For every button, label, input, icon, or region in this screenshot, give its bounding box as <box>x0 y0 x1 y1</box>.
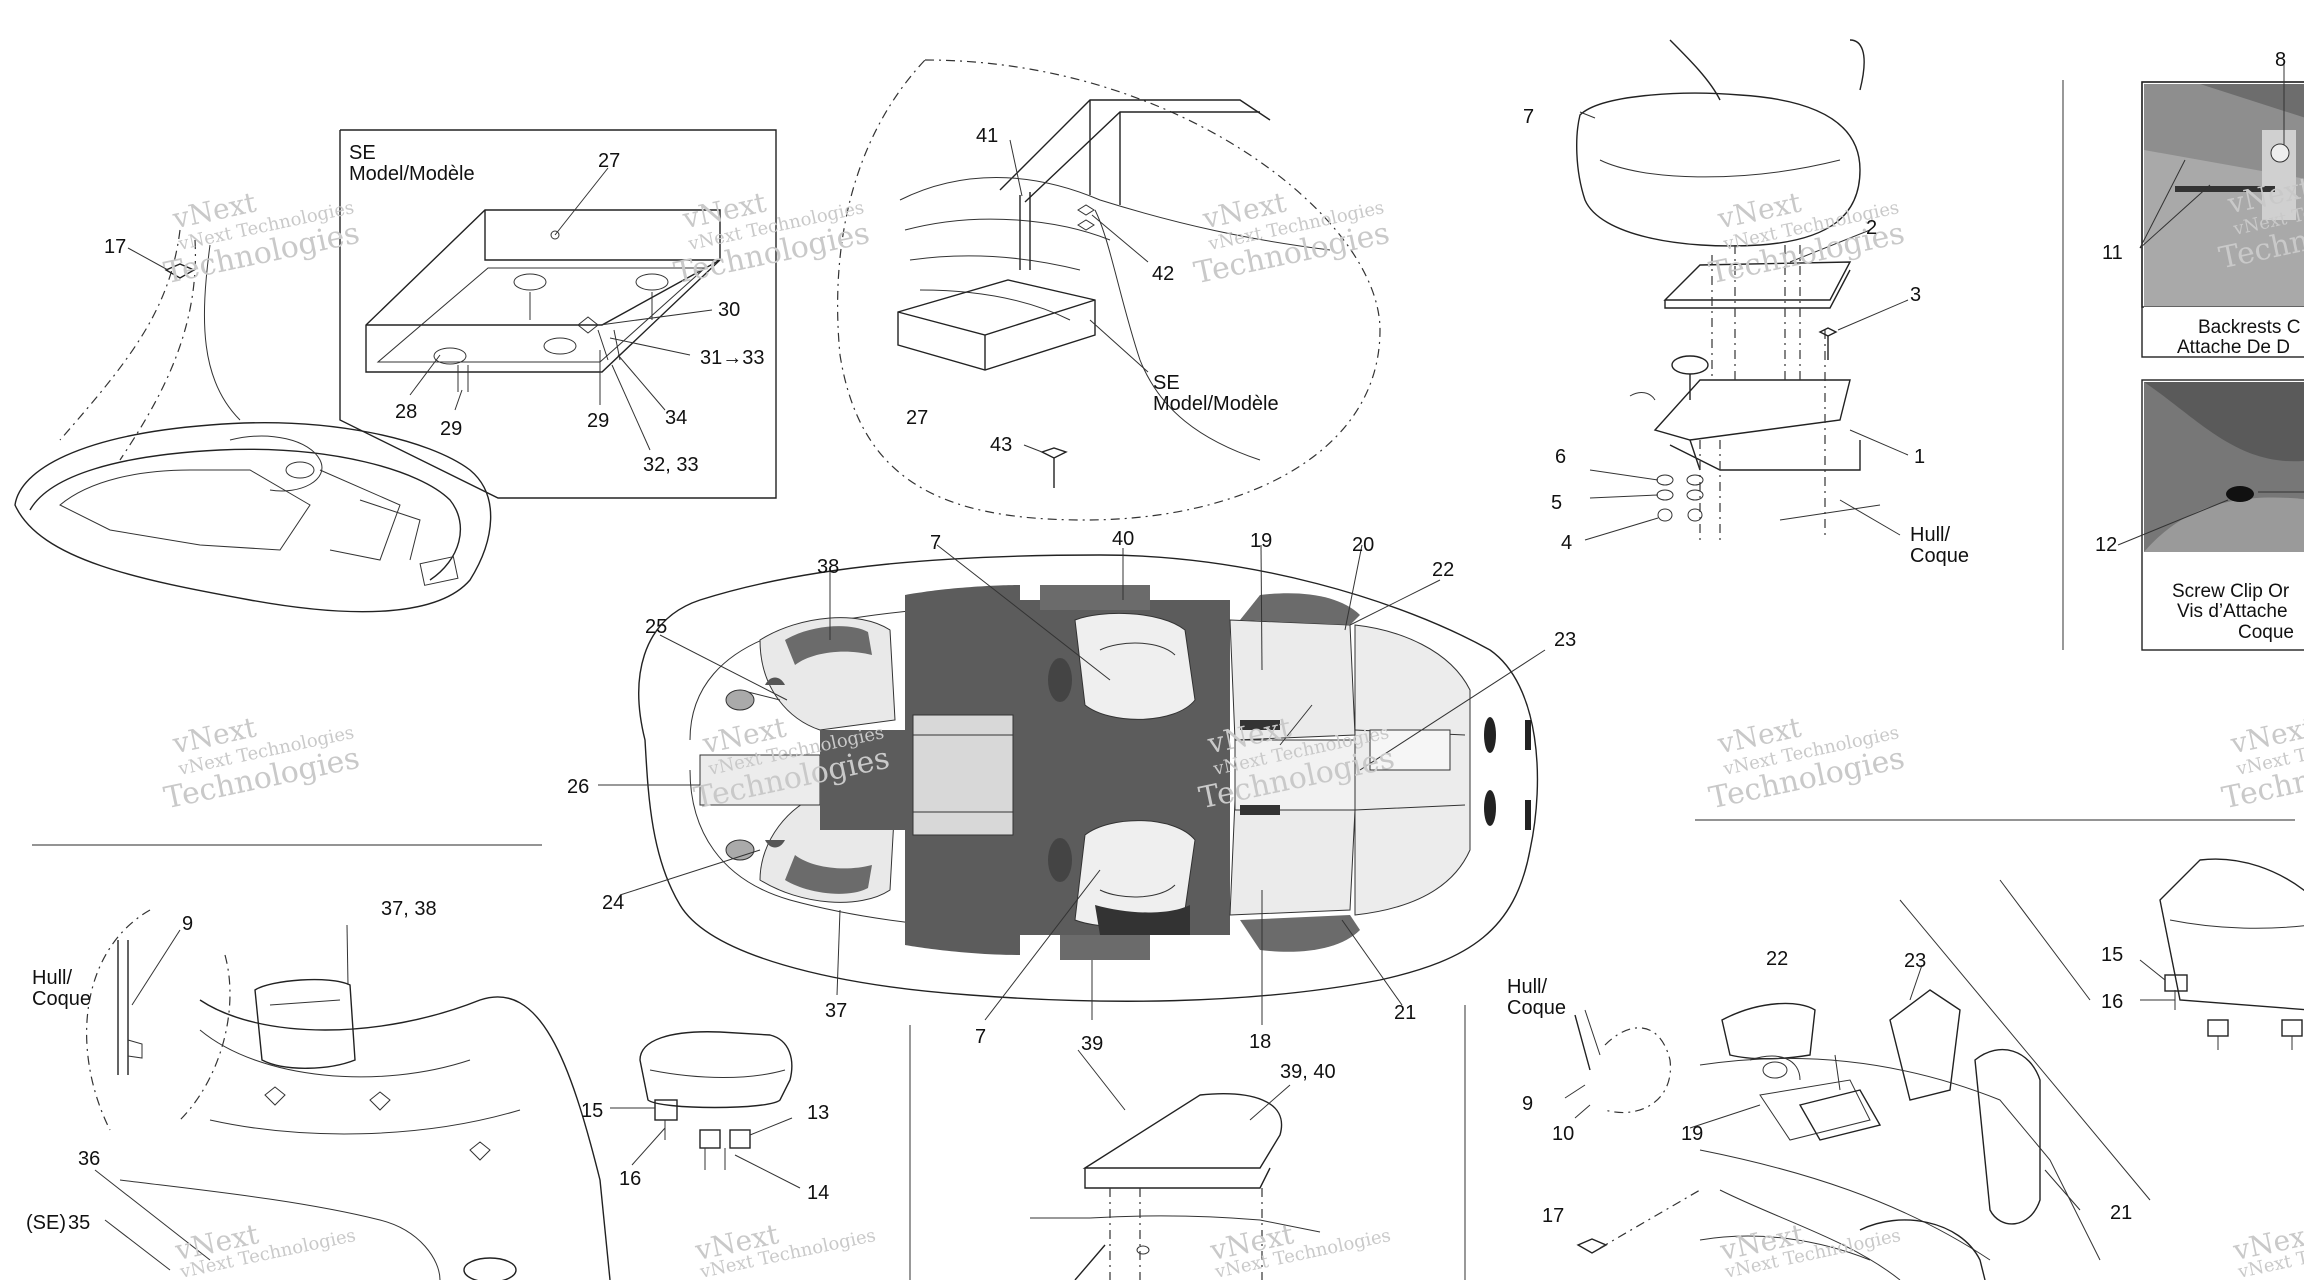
callout-25: 25 <box>645 616 667 638</box>
callout-34: 34 <box>665 407 687 429</box>
se-seat-detail-circle <box>837 59 1381 521</box>
seat-bracket-exploded <box>1576 39 1909 541</box>
callout-18: 18 <box>1249 1031 1271 1053</box>
callout-9-left: 9 <box>182 913 193 935</box>
callout-9-right: 9 <box>1522 1093 1533 1115</box>
callout-8: 8 <box>2275 49 2286 71</box>
callout-31-33: 31→33 <box>700 347 765 369</box>
se-label-circle: SE <box>1153 372 1180 394</box>
callout-41: 41 <box>976 125 998 147</box>
callout-17-top: 17 <box>104 236 126 258</box>
callout-27-box: 27 <box>598 150 620 172</box>
callout-7-boat-bottom: 7 <box>975 1026 986 1048</box>
callout-43: 43 <box>990 434 1012 456</box>
callout-1: 1 <box>1914 446 1925 468</box>
callout-39: 39 <box>1081 1033 1103 1055</box>
callout-22-boat: 22 <box>1432 559 1454 581</box>
watermark-6: vNext vNext Technologies Technologies <box>161 710 362 816</box>
boat-iso-view <box>14 229 492 613</box>
callout-17-bottom: 17 <box>1542 1205 1564 1227</box>
hull-label-left: Hull/ <box>32 967 72 989</box>
right-backrest <box>2139 858 2304 1050</box>
callout-22-bottom: 22 <box>1766 948 1788 970</box>
callout-5: 5 <box>1551 492 1562 514</box>
callout-6: 6 <box>1555 446 1566 468</box>
callout-40: 40 <box>1112 528 1134 550</box>
callout-14: 14 <box>807 1182 829 1204</box>
caption-backrests-1: Backrests C <box>2198 317 2300 338</box>
callout-29-left: 29 <box>440 418 462 440</box>
callout-42: 42 <box>1152 263 1174 285</box>
watermark-9: vNext vNext Technologies Technologies <box>1706 710 1907 816</box>
watermark-13: vNext vNext Technologies <box>1207 1217 1393 1280</box>
caption-screw-2: Vis d’Attache <box>2177 601 2288 622</box>
coque-label-left: Coque <box>32 988 91 1010</box>
callout-26: 26 <box>567 776 589 798</box>
photo-panel-backrests <box>2139 60 2304 358</box>
coque-label-top: Coque <box>1910 545 1969 567</box>
callout-21-right: 21 <box>2110 1202 2132 1224</box>
boat-leader-lines <box>598 544 1546 1025</box>
callout-19-bottom: 19 <box>1681 1123 1703 1145</box>
caption-screw-3: Coque <box>2238 622 2294 643</box>
watermark-10: vNext vNext Technologies Technologies <box>2219 710 2304 816</box>
watermark-11: vNext vNext Technologies <box>172 1217 358 1280</box>
callout-12: 12 <box>2095 534 2117 556</box>
callout-28: 28 <box>395 401 417 423</box>
hull-label-bottom: Hull/ <box>1507 976 1547 998</box>
se-prefix-label: (SE) <box>26 1212 66 1234</box>
rear-bench-exploded <box>1564 879 2151 1280</box>
callout-30: 30 <box>718 299 740 321</box>
caption-screw-1: Screw Clip Or <box>2172 581 2290 602</box>
callout-4: 4 <box>1561 532 1572 554</box>
callout-35: 35 <box>68 1212 90 1234</box>
callout-37: 37 <box>825 1000 847 1022</box>
console-cushion <box>1030 1049 1321 1280</box>
callout-21-boat: 21 <box>1394 1002 1416 1024</box>
callout-24: 24 <box>602 892 624 914</box>
se-seat-inset <box>339 129 777 499</box>
photo-panel-screw-clip <box>2117 379 2304 651</box>
watermark-14: vNext vNext Technologies <box>1717 1217 1903 1280</box>
callout-23-boat: 23 <box>1554 629 1576 651</box>
callout-13: 13 <box>807 1102 829 1124</box>
watermark-15: vNext vNext Technologies <box>2230 1217 2304 1280</box>
callout-32-33: 32, 33 <box>643 454 699 476</box>
callout-29-right: 29 <box>587 410 609 432</box>
se-label: SE <box>349 142 376 164</box>
callout-16-left: 16 <box>619 1168 641 1190</box>
callout-15-left: 15 <box>581 1100 603 1122</box>
callout-11: 11 <box>2102 242 2123 264</box>
callout-19-top: 19 <box>1250 530 1272 552</box>
callout-7-top-right: 7 <box>1523 106 1534 128</box>
se-model-label: Model/Modèle <box>349 163 475 185</box>
callout-7-boat-top: 7 <box>930 532 941 554</box>
se-model-label-circle: Model/Modèle <box>1153 393 1279 415</box>
watermark-3: vNext vNext Technologies Technologies <box>1191 185 1392 291</box>
callout-39-40: 39, 40 <box>1280 1061 1336 1083</box>
callout-15-right: 15 <box>2101 944 2123 966</box>
callout-3: 3 <box>1910 284 1921 306</box>
hull-side-detail <box>86 909 611 1280</box>
callout-10: 10 <box>1552 1123 1574 1145</box>
watermark-1: vNext vNext Technologies Technologies <box>161 185 362 291</box>
hull-label-top: Hull/ <box>1910 524 1950 546</box>
watermark-2: vNext vNext Technologies Technologies <box>671 185 872 291</box>
callout-37-38: 37, 38 <box>381 898 437 920</box>
backrest-cushion <box>610 1031 801 1189</box>
callout-20: 20 <box>1352 534 1374 556</box>
callout-16-right: 16 <box>2101 991 2123 1013</box>
watermark-4: vNext vNext Technologies Technologies <box>1706 185 1907 291</box>
callout-36: 36 <box>78 1148 100 1170</box>
caption-backrests-2: Attache De D <box>2177 337 2290 358</box>
callout-27-circle: 27 <box>906 407 928 429</box>
watermark-12: vNext vNext Technologies <box>692 1217 878 1280</box>
callout-2: 2 <box>1866 217 1877 239</box>
coque-label-bottom: Coque <box>1507 997 1566 1019</box>
callout-23-bottom: 23 <box>1904 950 1926 972</box>
callout-38: 38 <box>817 556 839 578</box>
boat-top-view <box>638 554 1539 1002</box>
